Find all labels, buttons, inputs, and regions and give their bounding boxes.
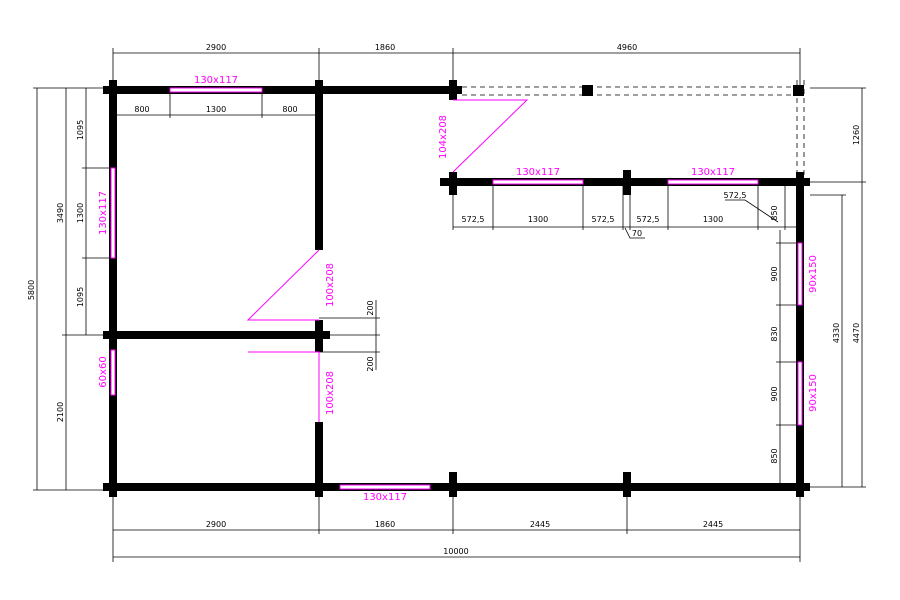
dim-upper-wall: 572,5 — [592, 215, 615, 224]
dim-left-sub: 1095 — [76, 120, 85, 140]
upper-door-swing — [246, 249, 320, 321]
dim-upper-wall: 70 — [632, 229, 642, 238]
dim-upper-wall: 572,5 — [637, 215, 660, 224]
dim-total-height: 5800 — [27, 280, 36, 300]
entry-door-label: 104x208 — [438, 115, 449, 159]
dim-top: 1860 — [375, 43, 395, 52]
right-window-2-label: 90x150 — [808, 374, 819, 412]
dim-top-sub: 1300 — [206, 105, 226, 114]
dimension-lines — [33, 48, 866, 562]
upper-window-2-label: 130x117 — [691, 167, 735, 178]
walls — [103, 80, 810, 497]
entry-door-swing — [452, 99, 529, 173]
right-window-1-label: 90x150 — [808, 255, 819, 293]
dim-top-sub: 800 — [282, 105, 297, 114]
dim-upper-wall: 572,5 — [462, 215, 485, 224]
dim-right: 4470 — [852, 323, 861, 343]
dim-right-sub: 830 — [770, 326, 779, 341]
dim-right-sub: 900 — [770, 266, 779, 281]
dim-right: 1260 — [852, 125, 861, 145]
dim-bottom: 1860 — [375, 520, 395, 529]
roof-post — [582, 85, 593, 96]
right-window-2 — [797, 361, 803, 426]
lower-door-swing — [248, 351, 320, 422]
bottom-window — [339, 484, 431, 490]
roof-overhang — [462, 80, 805, 178]
dim-upper-wall: 572,5 — [724, 191, 747, 200]
dim-right-sub: 900 — [770, 386, 779, 401]
dimension-labels: 2900 1860 4960 800 1300 800 5800 3490 21… — [27, 43, 861, 556]
upper-window-2 — [667, 179, 759, 185]
dim-total-width: 10000 — [443, 547, 468, 556]
small-window — [110, 349, 116, 396]
top-window-label: 130x117 — [194, 75, 238, 86]
small-window-label: 60x60 — [98, 356, 109, 387]
dim-top: 2900 — [206, 43, 226, 52]
dim-right-sub: 850 — [770, 205, 779, 220]
dim-top: 4960 — [617, 43, 637, 52]
right-window-1 — [797, 242, 803, 306]
dim-left: 2100 — [56, 402, 65, 422]
upper-door-label: 100x208 — [325, 263, 336, 307]
dim-door-gap: 200 — [366, 356, 375, 371]
dim-bottom: 2900 — [206, 520, 226, 529]
dim-left-sub: 1095 — [76, 287, 85, 307]
upper-window-1 — [492, 179, 584, 185]
dim-right: 4330 — [832, 323, 841, 343]
bottom-window-label: 130x117 — [363, 492, 407, 503]
dim-bottom: 2445 — [530, 520, 550, 529]
openings — [110, 87, 803, 490]
lower-door-label: 100x208 — [325, 371, 336, 415]
dim-bottom: 2445 — [703, 520, 723, 529]
upper-window-1-label: 130x117 — [516, 167, 560, 178]
left-window-label: 130x117 — [98, 191, 109, 235]
dim-top-sub: 800 — [134, 105, 149, 114]
dim-right-sub: 850 — [770, 448, 779, 463]
dim-left-sub: 1300 — [76, 203, 85, 223]
dim-upper-wall: 1300 — [528, 215, 548, 224]
dim-upper-wall: 1300 — [703, 215, 723, 224]
dim-left: 3490 — [56, 203, 65, 223]
left-window — [110, 167, 116, 259]
dim-door-gap: 200 — [366, 300, 375, 315]
top-window — [169, 87, 263, 93]
opening-labels: 130x117 130x117 60x60 104x208 100x208 10… — [98, 75, 819, 503]
roof-post — [793, 85, 804, 96]
